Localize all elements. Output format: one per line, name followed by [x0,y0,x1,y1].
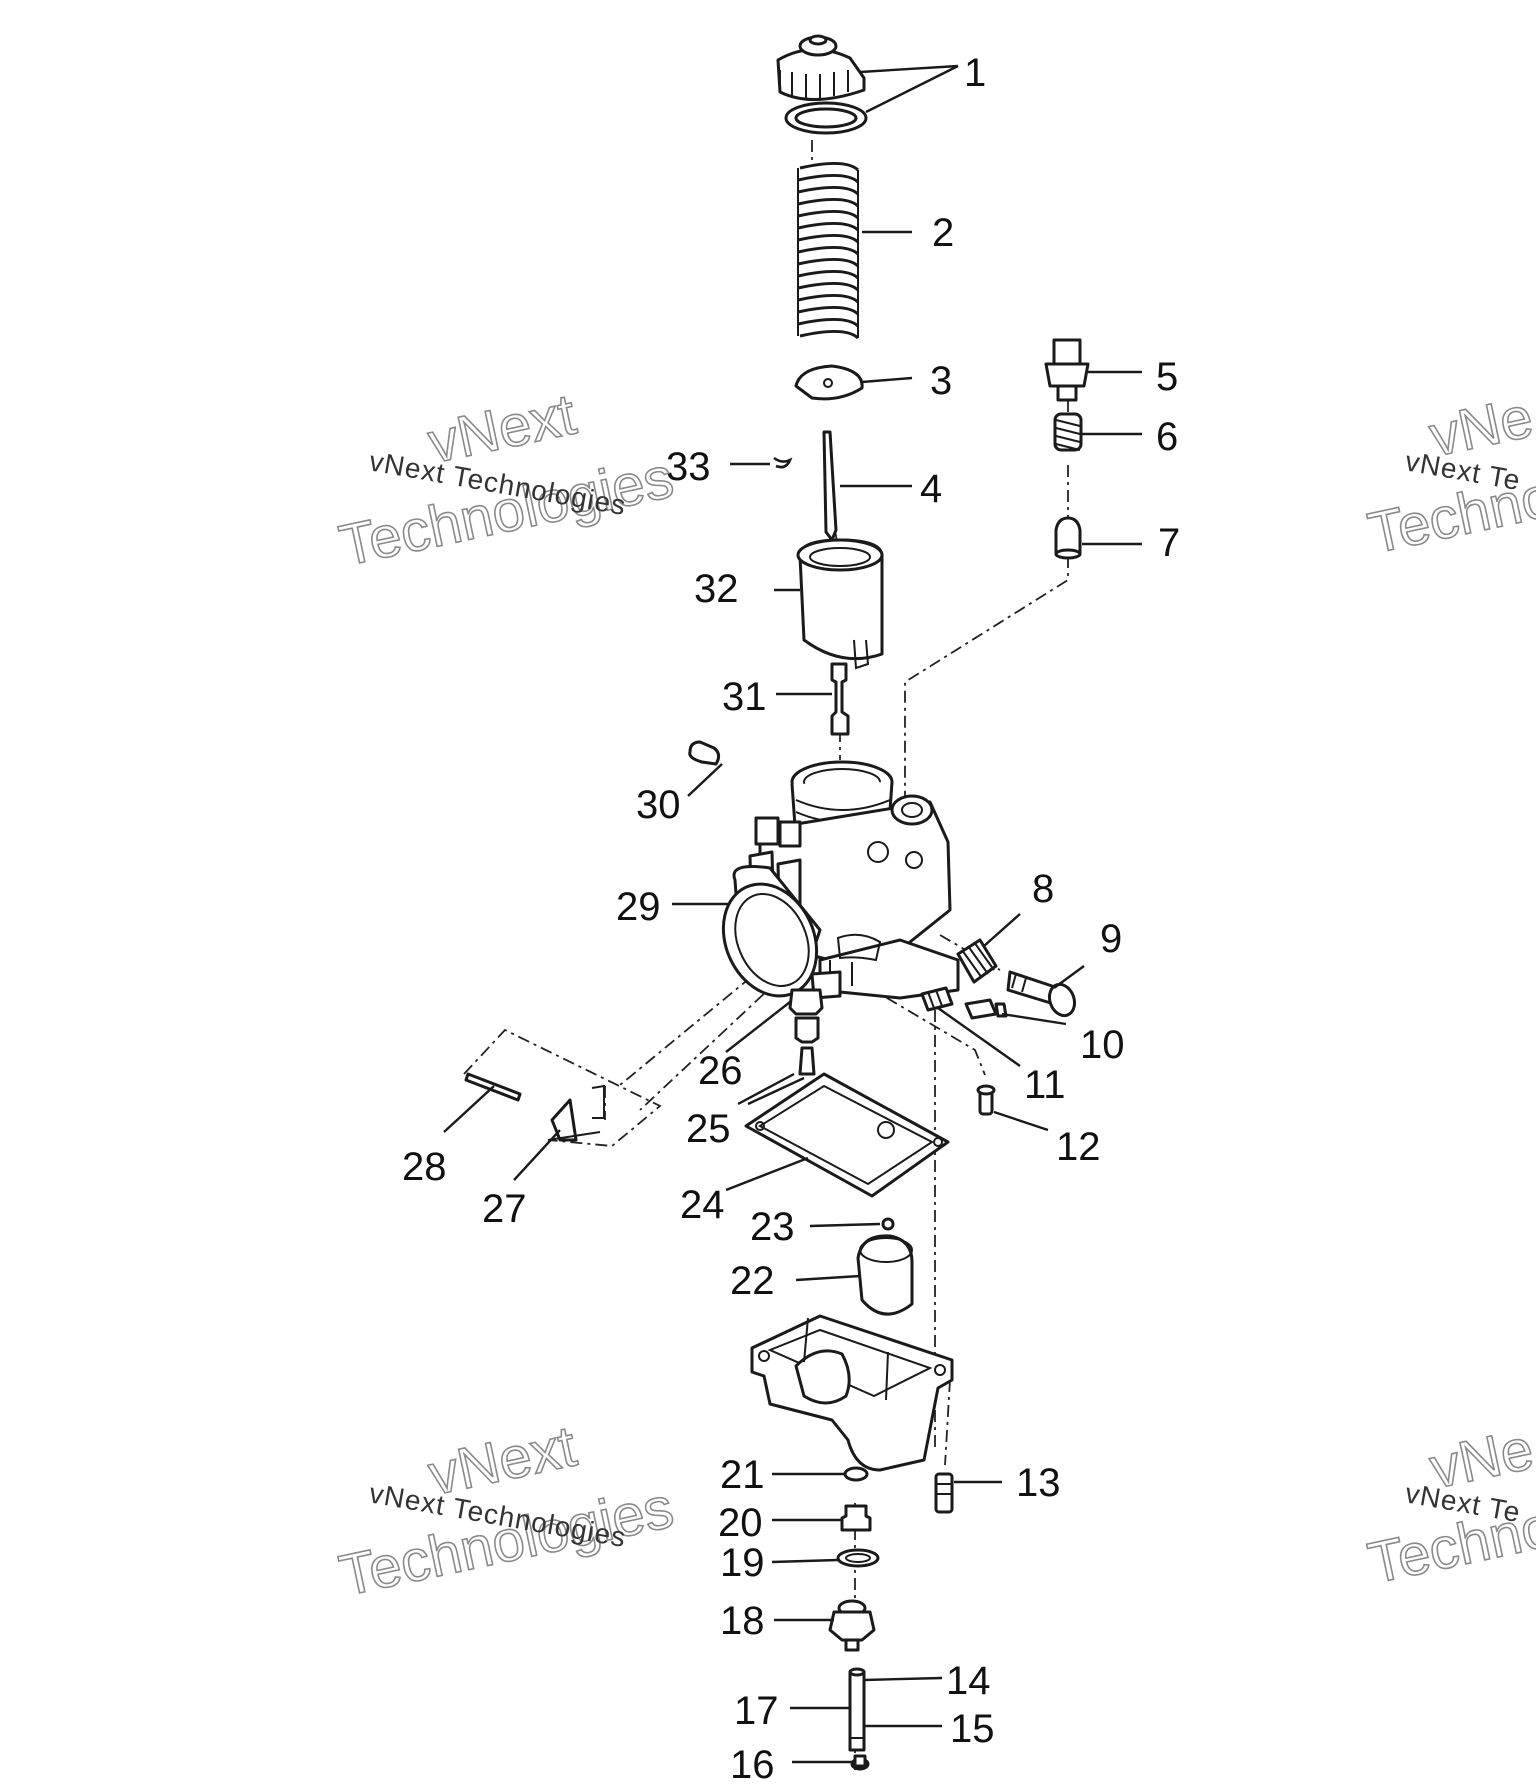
callout-33: 33 [666,445,711,489]
part-20-fitting [840,1504,872,1532]
callout-19: 19 [720,1541,765,1585]
part-21-washer [843,1466,869,1482]
callout-30: 30 [636,783,681,827]
part-6-small-spring [1053,412,1083,452]
callout-26: 26 [698,1049,743,1093]
callout-13: 13 [1016,1461,1061,1505]
leader-lines [443,64,1142,1764]
part-25-jet-assembly [794,1016,820,1076]
callout-16: 16 [730,1743,775,1787]
callout-6: 6 [1156,415,1178,459]
part-24-gasket [744,1072,950,1198]
callout-1: 1 [964,51,986,95]
callout-17: 17 [734,1689,779,1733]
part-23-small-ball [881,1217,895,1231]
part-31-needle-jet [830,662,850,736]
callout-27: 27 [482,1187,527,1231]
callout-4: 4 [920,467,942,511]
part-29-carburetor-body [721,760,960,1000]
part-32-throttle-valve [796,538,884,670]
callout-9: 9 [1100,917,1122,961]
callout-14: 14 [946,1659,991,1703]
callout-7: 7 [1158,521,1180,565]
part-1-cap-and-ring [776,34,868,135]
part-27-float-arm [547,1084,605,1142]
callout-15: 15 [950,1707,995,1751]
part-33-clip [773,456,793,469]
part-27-28-outline [463,1028,662,1147]
callout-3: 3 [930,359,952,403]
part-9-screw [1006,970,1077,1018]
part-float-bowl [750,1314,954,1472]
callout-18: 18 [720,1599,765,1643]
part-8-spring [956,938,998,984]
callout-11: 11 [1024,1063,1066,1107]
callout-24: 24 [680,1183,725,1227]
part-18-drain-plug [828,1599,876,1652]
part-14-15-17-tube [848,1667,866,1752]
callout-10: 10 [1080,1023,1125,1067]
callout-32: 32 [694,567,739,611]
callout-12: 12 [1056,1125,1101,1169]
watermark-partial-technologies: Techno [1363,464,1536,566]
part-16-screw [850,1754,870,1771]
part-5-fitting [1044,338,1090,402]
part-2-spring [797,162,860,340]
callout-5: 5 [1156,355,1178,399]
part-30-plug [688,740,721,766]
part-22-float [856,1234,914,1316]
callout-2: 2 [932,211,954,255]
part-7-cap-piece [1054,516,1082,560]
part-13-bolt [934,1472,954,1514]
callout-23: 23 [750,1205,795,1249]
part-11-spring [920,986,954,1012]
part-3-clip-plate [794,364,864,401]
part-19-o-ring [836,1548,880,1568]
callout-21: 21 [720,1453,765,1497]
callout-20: 20 [718,1501,763,1545]
callout-25: 25 [686,1107,731,1151]
callout-8: 8 [1032,867,1054,911]
part-12-bolt [976,1084,996,1116]
callout-labels: 1 2 3 4 5 6 7 8 9 10 11 12 13 14 15 16 1… [402,51,1180,1787]
callout-28: 28 [402,1145,447,1189]
part-4-jet-needle [822,430,838,542]
part-10-idle-screw [964,998,1008,1020]
part-26-main-jet [788,988,824,1016]
callout-31: 31 [722,675,767,719]
callout-22: 22 [730,1259,775,1303]
callout-29: 29 [616,885,661,929]
